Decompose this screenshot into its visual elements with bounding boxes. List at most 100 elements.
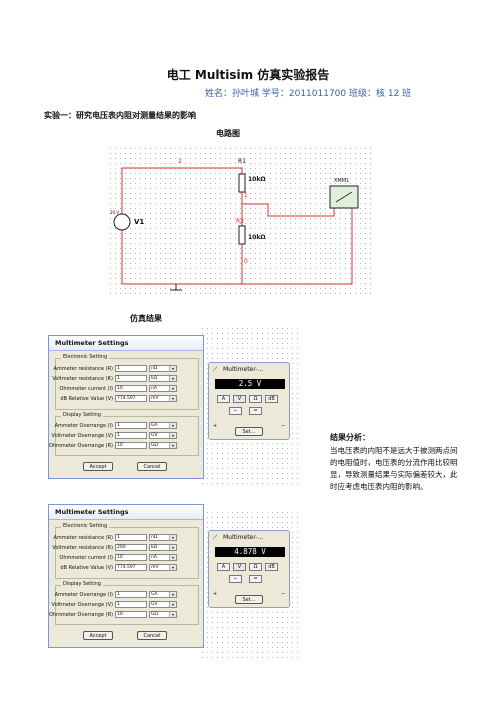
db-mode-button[interactable]: dB <box>265 563 278 571</box>
electronic-setting-label: Electronic Setting <box>61 523 110 529</box>
dialog-title: Multimeter Settings <box>49 505 203 520</box>
meter-display: 4.878 V <box>215 547 285 557</box>
display-setting-group: Display Setting <box>55 412 199 456</box>
unit-select[interactable]: kΩ▾ <box>149 375 177 382</box>
value-field[interactable]: 774.597 <box>115 395 147 402</box>
unit-select[interactable]: nA▾ <box>149 385 177 392</box>
cancel-button[interactable]: Cancel <box>137 631 167 640</box>
value-field[interactable]: 10 <box>115 554 147 561</box>
electronic-setting-group: Electronic Setting <box>55 354 199 410</box>
chevron-down-icon: ▾ <box>169 555 176 560</box>
value-field[interactable]: 1 <box>115 432 147 439</box>
minus-terminal-icon: − <box>281 423 286 429</box>
wire-top <box>121 167 243 216</box>
unit-select[interactable]: GΩ▾ <box>149 611 177 618</box>
multimeter-settings-dialog-1: Multimeter Settings Electronic Setting A… <box>48 335 204 479</box>
ac-wave-icon[interactable]: ∼ <box>229 407 242 415</box>
student-info: 姓名：孙叶城 学号：2011011700 班级：核 12 班 <box>205 89 412 99</box>
value-field[interactable]: 774.597 <box>115 564 147 571</box>
db-mode-button[interactable]: dB <box>265 395 278 403</box>
unit-select[interactable]: nΩ▾ <box>149 534 177 541</box>
ammeter-mode-button[interactable]: A <box>217 395 230 403</box>
dialog-title: Multimeter Settings <box>49 336 203 351</box>
value-field[interactable]: 10 <box>115 442 147 449</box>
chevron-down-icon: ▾ <box>169 366 176 371</box>
resistor-r1[interactable] <box>238 173 246 193</box>
voltage-source-symbol[interactable] <box>113 213 131 231</box>
minus-terminal-icon: − <box>281 591 286 597</box>
multimeter-panel-2: Multimeter-... ⟋ 4.878 V A V Ω dB ∼ ═ Se… <box>208 530 290 608</box>
analysis-heading: 结果分析： <box>330 433 370 442</box>
voltmeter-mode-button[interactable]: V <box>233 395 246 403</box>
dc-line-icon[interactable]: ═ <box>249 575 262 583</box>
chevron-down-icon: ▾ <box>169 565 176 570</box>
unit-select[interactable]: GΩ▾ <box>149 442 177 449</box>
value-field[interactable]: 1 <box>115 422 147 429</box>
value-field[interactable]: 1 <box>115 375 147 382</box>
chevron-down-icon: ▾ <box>169 592 176 597</box>
source-label: V1 <box>134 218 145 226</box>
plus-terminal-icon: + <box>213 423 218 429</box>
dc-line-icon[interactable]: ═ <box>249 407 262 415</box>
unit-select[interactable]: mV▾ <box>149 395 177 402</box>
meter-icon: ⟋ <box>213 534 218 541</box>
accept-button[interactable]: Accept <box>83 462 113 471</box>
electronic-setting-label: Electronic Setting <box>61 354 110 360</box>
unit-select[interactable]: nΩ▾ <box>149 365 177 372</box>
set-button[interactable]: Set... <box>235 427 263 436</box>
ohmmeter-mode-button[interactable]: Ω <box>249 395 262 403</box>
r2-name: R2 <box>236 218 244 225</box>
chevron-down-icon: ▾ <box>169 602 176 607</box>
wire-bottom <box>121 228 243 285</box>
value-field[interactable]: 200 <box>115 544 147 551</box>
node-1-label: 1 <box>244 192 248 199</box>
unit-select[interactable]: mV▾ <box>149 564 177 571</box>
ac-wave-icon[interactable]: ∼ <box>229 575 242 583</box>
chevron-down-icon: ▾ <box>169 545 176 550</box>
unit-select[interactable]: GA▾ <box>149 591 177 598</box>
circuit-svg <box>113 167 359 291</box>
value-field[interactable]: 10 <box>115 611 147 618</box>
unit-select[interactable]: GV▾ <box>149 601 177 608</box>
value-field[interactable]: 10 <box>115 385 147 392</box>
chevron-down-icon: ▾ <box>169 433 176 438</box>
node-0-label: 0 <box>244 258 248 265</box>
display-setting-label: Display Setting <box>61 581 103 587</box>
unit-select[interactable]: GV▾ <box>149 432 177 439</box>
value-field[interactable]: 1 <box>115 591 147 598</box>
source-tag: 20 V <box>110 210 120 215</box>
circuit-diagram: 20 V V1 R1 10kΩ R2 10kΩ XMM1 2 1 0 <box>108 146 374 294</box>
circuit-caption: 电路图 <box>216 129 240 138</box>
chevron-down-icon: ▾ <box>169 396 176 401</box>
value-field[interactable]: 1 <box>115 601 147 608</box>
unit-select[interactable]: GA▾ <box>149 422 177 429</box>
chevron-down-icon: ▾ <box>169 612 176 617</box>
unit-select[interactable]: kΩ▾ <box>149 544 177 551</box>
node-2-label: 2 <box>178 158 182 165</box>
display-setting-label: Display Setting <box>61 412 103 418</box>
cancel-button[interactable]: Cancel <box>137 462 167 471</box>
multimeter-panel-1: Multimeter-... ⟋ 2.5 V A V Ω dB ∼ ═ Set.… <box>208 362 290 440</box>
value-field[interactable]: 1 <box>115 534 147 541</box>
unit-select[interactable]: nA▾ <box>149 554 177 561</box>
display-setting-group: Display Setting <box>55 581 199 625</box>
resistor-r2[interactable] <box>238 225 246 245</box>
accept-button[interactable]: Accept <box>83 631 113 640</box>
wire-meter-minus <box>242 208 353 285</box>
meter-display: 2.5 V <box>215 379 285 389</box>
r2-value: 10kΩ <box>248 234 266 241</box>
value-field[interactable]: 1 <box>115 365 147 372</box>
set-button[interactable]: Set... <box>235 595 263 604</box>
ohmmeter-mode-button[interactable]: Ω <box>249 563 262 571</box>
ammeter-mode-button[interactable]: A <box>217 563 230 571</box>
voltmeter-mode-button[interactable]: V <box>233 563 246 571</box>
r1-name: R1 <box>238 158 246 165</box>
